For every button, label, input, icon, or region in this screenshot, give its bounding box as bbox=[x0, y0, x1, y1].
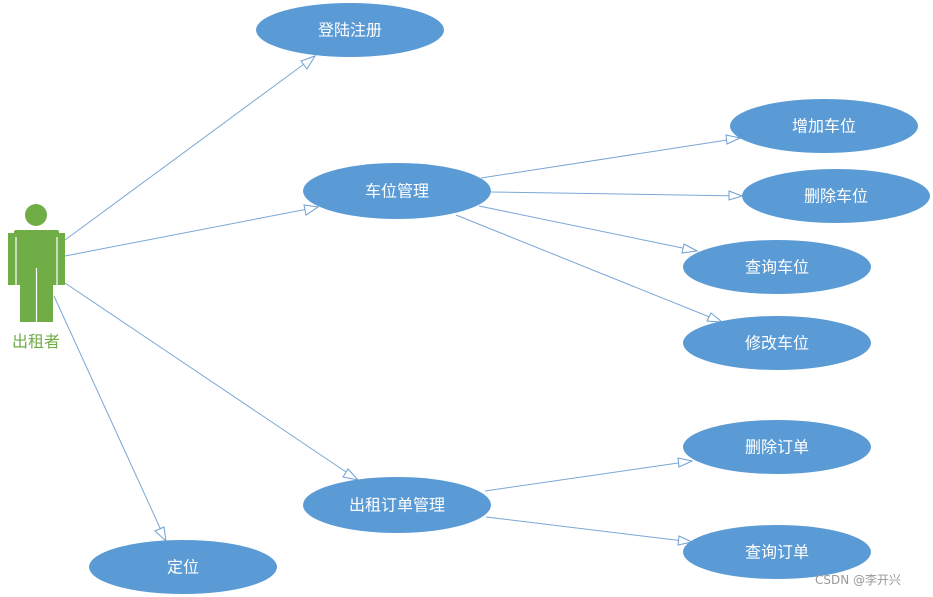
arrowhead-query-spot bbox=[681, 243, 699, 254]
arrowhead-delete-spot bbox=[728, 190, 744, 201]
edge-actor-parking-mgmt bbox=[64, 206, 319, 257]
edge-parking-modify bbox=[455, 214, 723, 323]
use-case-parking-mgmt[interactable]: 车位管理 bbox=[303, 163, 491, 219]
arrowhead-modify bbox=[706, 312, 724, 323]
use-case-add-spot[interactable]: 增加车位 bbox=[730, 99, 918, 153]
arrowhead-order-mgmt bbox=[342, 468, 360, 481]
use-case-label: 登陆注册 bbox=[318, 21, 382, 40]
actor-label: 出租者 bbox=[12, 332, 60, 351]
use-case-label: 修改车位 bbox=[745, 334, 809, 353]
use-case-modify-spot[interactable]: 修改车位 bbox=[683, 316, 871, 370]
arrowhead-parking-mgmt bbox=[303, 204, 320, 216]
arrowhead-locate bbox=[154, 526, 167, 543]
edge-actor-locate bbox=[53, 295, 167, 542]
edge-parking-query bbox=[478, 205, 698, 252]
arrowhead-login bbox=[300, 55, 317, 70]
use-case-label: 出租订单管理 bbox=[349, 496, 445, 515]
use-case-query-order[interactable]: 查询订单 bbox=[683, 525, 871, 579]
arrowhead-add bbox=[725, 134, 742, 145]
edge-parking-delete bbox=[490, 191, 743, 197]
use-case-order-mgmt[interactable]: 出租订单管理 bbox=[303, 477, 491, 533]
use-case-label: 定位 bbox=[167, 558, 199, 577]
arrowhead-query-order bbox=[677, 535, 694, 546]
use-case-query-spot[interactable]: 查询车位 bbox=[683, 240, 871, 294]
arrowhead-delete-order bbox=[677, 457, 694, 468]
edge-order-delete bbox=[484, 460, 693, 492]
edge-parking-add bbox=[480, 137, 741, 179]
use-case-label: 查询车位 bbox=[745, 258, 809, 277]
use-case-label: 车位管理 bbox=[365, 182, 429, 201]
use-case-label: 增加车位 bbox=[792, 117, 856, 136]
stick-figure-icon bbox=[8, 204, 65, 322]
edge-actor-order-mgmt bbox=[64, 282, 359, 481]
edge-order-query bbox=[485, 516, 693, 543]
use-case-login[interactable]: 登陆注册 bbox=[256, 3, 444, 57]
use-case-label: 查询订单 bbox=[745, 543, 809, 562]
edges bbox=[53, 55, 744, 546]
use-case-delete-spot[interactable]: 删除车位 bbox=[742, 169, 930, 223]
use-case-label: 删除车位 bbox=[804, 187, 868, 206]
use-case-locate[interactable]: 定位 bbox=[89, 540, 277, 594]
use-case-label: 删除订单 bbox=[745, 438, 809, 457]
use-case-delete-order[interactable]: 删除订单 bbox=[683, 420, 871, 474]
actor[interactable]: 出租者 bbox=[8, 204, 65, 351]
watermark: CSDN @李开兴 bbox=[815, 573, 902, 587]
edge-actor-login bbox=[64, 55, 316, 241]
